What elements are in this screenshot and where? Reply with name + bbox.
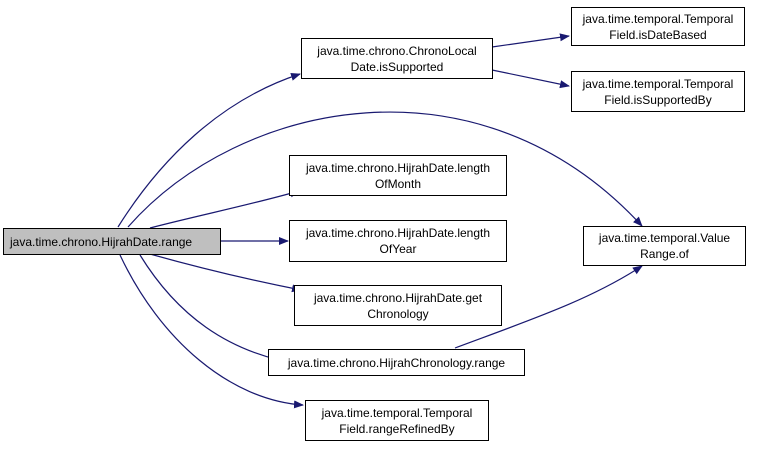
edge-root-to-range-refined-by <box>119 254 304 409</box>
node-hijrah-date-range[interactable]: java.time.chrono.HijrahDate.range <box>3 228 221 255</box>
edge-root-to-length-of-month <box>149 189 300 229</box>
edge-root-to-get-chronology <box>149 253 302 293</box>
edge-is-supported-to-is-supported-by <box>491 69 570 89</box>
node-temporal-field-is-date-based[interactable]: java.time.temporal.Temporal Field.isDate… <box>571 7 745 46</box>
node-hijrah-date-length-of-year[interactable]: java.time.chrono.HijrahDate.length OfYea… <box>289 220 507 262</box>
node-hijrah-chronology-range[interactable]: java.time.chrono.HijrahChronology.range <box>268 349 525 376</box>
edge-root-to-value-range-of <box>127 111 643 228</box>
node-chrono-local-date-is-supported[interactable]: java.time.chrono.ChronoLocal Date.isSupp… <box>301 38 493 79</box>
node-value-range-of[interactable]: java.time.temporal.Value Range.of <box>583 226 746 266</box>
edge-is-supported-to-is-date-based <box>491 33 570 48</box>
edge-root-to-hijrah-chronology-range <box>139 254 280 362</box>
node-hijrah-date-length-of-month[interactable]: java.time.chrono.HijrahDate.length OfMon… <box>289 155 507 196</box>
edge-root-to-chrono-local-date-is-supported <box>117 72 301 228</box>
node-temporal-field-is-supported-by[interactable]: java.time.temporal.Temporal Field.isSupp… <box>571 71 745 112</box>
node-hijrah-date-get-chronology[interactable]: java.time.chrono.HijrahDate.get Chronolo… <box>294 285 502 326</box>
node-temporal-field-range-refined-by[interactable]: java.time.temporal.Temporal Field.rangeR… <box>305 400 489 441</box>
edge-hijrah-chronology-range-to-value-range-of <box>454 265 643 349</box>
